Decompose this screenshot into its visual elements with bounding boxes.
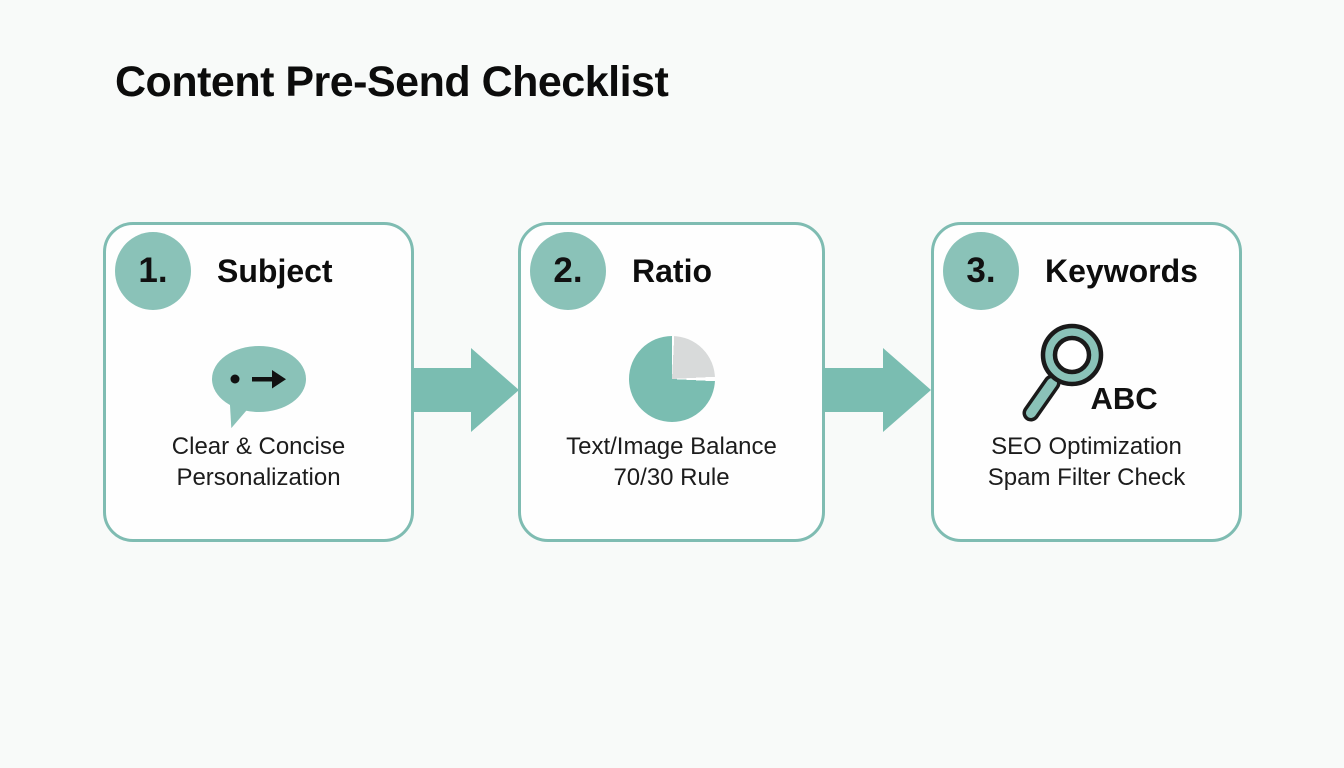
dot-arrow-glyph — [230, 370, 286, 389]
icon-zone: ABC — [934, 319, 1239, 439]
description-line: Spam Filter Check — [987, 464, 1186, 491]
abc-label: ABC — [1090, 381, 1158, 416]
description-line: SEO Optimization — [991, 433, 1182, 460]
flow-arrow-right-icon — [412, 348, 519, 432]
step-number-badge: 2. — [530, 232, 606, 310]
step-header: 3. Keywords — [943, 231, 1198, 311]
step-number: 3. — [966, 251, 996, 290]
step-description: Text/Image Balance 70/30 Rule — [521, 431, 822, 493]
step-header: 2. Ratio — [530, 231, 712, 311]
page-title: Content Pre-Send Checklist — [115, 58, 669, 106]
step-title: Ratio — [632, 252, 712, 289]
step-description: SEO Optimization Spam Filter Check — [934, 431, 1239, 493]
icon-zone — [521, 319, 822, 439]
speech-bubble-arrow-icon — [211, 346, 306, 412]
step-header: 1. Subject — [115, 231, 333, 311]
description-line: Personalization — [176, 464, 341, 491]
flow-arrow-right-icon — [823, 348, 931, 432]
icon-zone — [106, 319, 411, 439]
step-description: Clear & Concise Personalization — [106, 431, 411, 493]
step-title: Keywords — [1045, 252, 1198, 289]
magnifier-glyph — [1022, 323, 1103, 422]
step-number: 1. — [138, 251, 168, 290]
step-number-badge: 3. — [943, 232, 1019, 310]
step-card-ratio: 2. Ratio Text/Image Balance 70/30 Rule — [518, 222, 825, 542]
step-number: 2. — [553, 251, 583, 290]
step-card-subject: 1. Subject Clear & Concise Personalizati… — [103, 222, 414, 542]
description-line: 70/30 Rule — [613, 464, 730, 491]
step-title: Subject — [217, 252, 333, 289]
step-number-badge: 1. — [115, 232, 191, 310]
description-line: Text/Image Balance — [566, 433, 777, 460]
pie-chart-icon — [628, 336, 715, 422]
description-line: Clear & Concise — [171, 433, 346, 460]
step-card-keywords: 3. Keywords ABC SEO Optimization Spam Fi… — [931, 222, 1242, 542]
magnifier-abc-icon: ABC — [997, 319, 1177, 439]
